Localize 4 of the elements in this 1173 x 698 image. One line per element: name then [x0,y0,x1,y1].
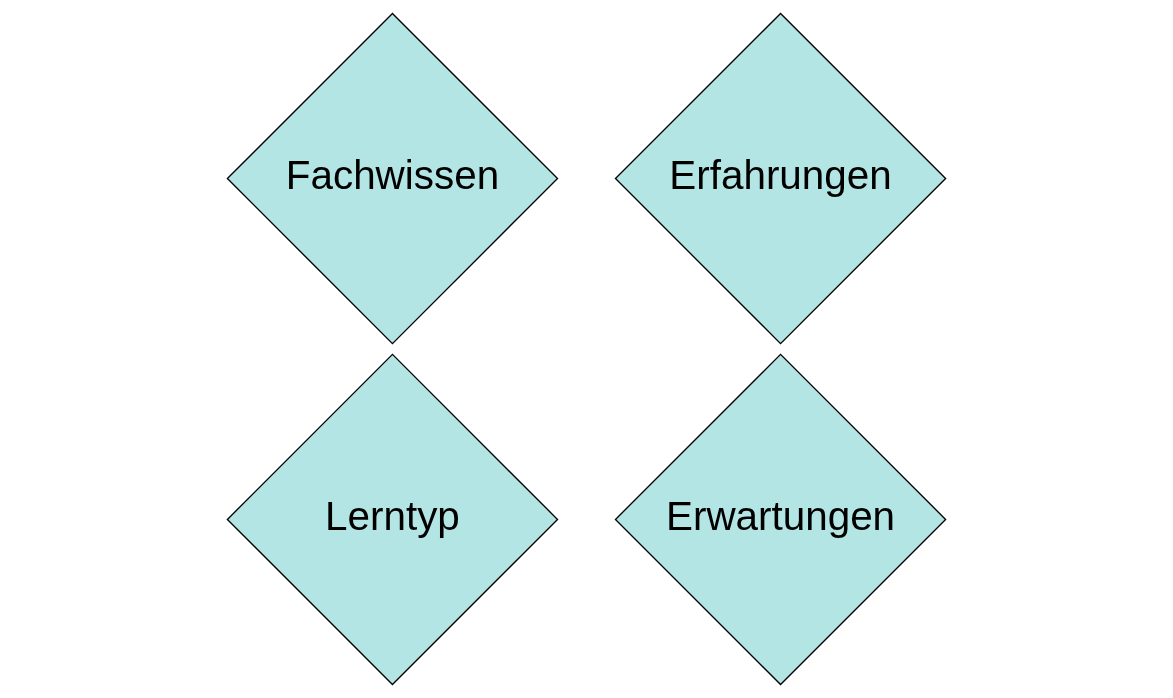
node-diamond: Fachwissen [226,12,559,345]
node-diamond: Lerntyp [226,353,559,686]
node-diamond: Erfahrungen [614,12,947,345]
node-diamond: Erwartungen [614,353,947,686]
